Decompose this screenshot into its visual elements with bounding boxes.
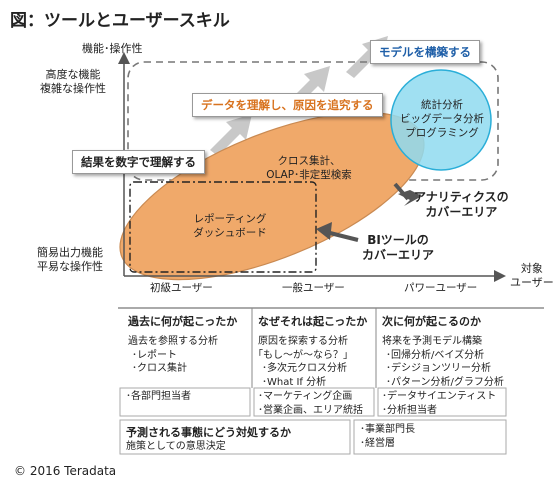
y-high-line: 高度な機能 bbox=[45, 68, 101, 81]
stats-line: ビッグデータ分析 bbox=[400, 113, 484, 125]
decision-text: 予測される事態にどう対処するか 施策としての意思決定 bbox=[126, 424, 291, 454]
decision-who-box bbox=[353, 419, 507, 455]
callout-build-model: モデルを構築する bbox=[370, 40, 480, 64]
column-line: ･クロス集計 bbox=[132, 363, 187, 374]
column-line: 将来を予測モデル構築 bbox=[382, 336, 482, 347]
decision-head: 予測される事態にどう対処するか bbox=[126, 426, 291, 439]
cross-tab-label: クロス集計、 OLAP･非定型検索 bbox=[246, 154, 372, 182]
who-line: ･各部門担当者 bbox=[126, 391, 191, 402]
column-line: ｢もし～が～なら？｣ bbox=[258, 349, 348, 361]
decision-who-line: ･事業部門長 bbox=[360, 424, 415, 435]
y-low-line: 平易な操作性 bbox=[37, 260, 103, 273]
who-line: ･データサイエンティスト bbox=[382, 391, 497, 402]
decision-box bbox=[119, 419, 351, 455]
stats-line: 統計分析 bbox=[421, 99, 463, 111]
analytics-line: アナリティクスの bbox=[414, 190, 509, 204]
who-line: ･営業企画、エリア統括 bbox=[258, 404, 363, 416]
page-title: 図：ツールとユーザースキル bbox=[10, 11, 230, 31]
bi-pointer-arrow bbox=[316, 222, 359, 242]
y-axis-high-label: 高度な機能 複雑な操作性 bbox=[30, 68, 116, 96]
bi-line: BIツールの bbox=[367, 233, 429, 247]
who-next: ･データサイエンティスト ･分析担当者 bbox=[382, 390, 496, 417]
column-next: 次に何が起こるのか 将来を予測モデル構築 ･回帰分析/ベイズ分析 ･デシジョンツ… bbox=[382, 313, 512, 389]
column-head: 次に何が起こるのか bbox=[382, 315, 481, 328]
column-line: ･What If 分析 bbox=[262, 376, 327, 388]
callout-understand-numbers: 結果を数字で理解する bbox=[72, 150, 205, 174]
decision-who: ･事業部門長 ･経営層 bbox=[360, 423, 415, 450]
statistics-label: 統計分析 ビッグデータ分析 プログラミング bbox=[392, 98, 492, 140]
copyright: © 2016 Teradata bbox=[14, 464, 117, 478]
who-line: ･分析担当者 bbox=[382, 404, 437, 416]
column-line: 原因を探索する分析 bbox=[258, 336, 348, 347]
who-box bbox=[253, 387, 375, 417]
cross-line: OLAP･非定型検索 bbox=[266, 169, 352, 181]
column-why: なぜそれは起こったか 原因を探索する分析 ｢もし～が～なら？｣ ･多次元クロス分… bbox=[258, 313, 376, 389]
x-axis-label: 対象 ユーザー bbox=[510, 262, 554, 290]
analytics-coverage-label: アナリティクスの カバーエリア bbox=[414, 190, 509, 220]
bi-coverage-area bbox=[129, 181, 317, 273]
x-tick-power: パワーユーザー bbox=[404, 282, 478, 294]
y-axis-label: 機能･操作性 bbox=[82, 42, 143, 55]
stats-line: プログラミング bbox=[405, 127, 479, 139]
y-high-line: 複雑な操作性 bbox=[40, 82, 106, 95]
reporting-line: レポーティング bbox=[193, 213, 267, 225]
who-line: ･マーケティング企画 bbox=[258, 391, 353, 402]
x-label-line: 対象 bbox=[520, 262, 543, 275]
y-axis-low-label: 簡易出力機能 平易な操作性 bbox=[22, 246, 118, 274]
x-tick-general: 一般ユーザー bbox=[282, 282, 345, 294]
reporting-line: ダッシュボード bbox=[193, 227, 267, 239]
column-line: ･パターン分析/グラフ分析 bbox=[386, 376, 504, 388]
y-low-line: 簡易出力機能 bbox=[37, 246, 103, 259]
bi-line: カバーエリア bbox=[362, 248, 435, 262]
analytics-line: カバーエリア bbox=[425, 205, 498, 219]
who-past: ･各部門担当者 bbox=[126, 390, 191, 404]
progress-arrow bbox=[210, 114, 252, 156]
x-tick-beginner: 初級ユーザー bbox=[150, 282, 213, 294]
column-head: 過去に何が起こったか bbox=[128, 315, 238, 328]
callout-understand-data: データを理解し、原因を追究する bbox=[192, 93, 383, 117]
column-past: 過去に何が起こったか 過去を参照する分析 ･レポート ･クロス集計 bbox=[128, 313, 250, 376]
column-line: ･多次元クロス分析 bbox=[262, 363, 347, 374]
analytics-pointer-arrow bbox=[393, 182, 422, 206]
bi-coverage-label: BIツールの カバーエリア bbox=[362, 233, 434, 263]
x-label-line: ユーザー bbox=[510, 276, 554, 289]
cross-line: クロス集計、 bbox=[277, 155, 341, 167]
who-why: ･マーケティング企画 ･営業企画、エリア統括 bbox=[258, 390, 363, 417]
who-box bbox=[377, 387, 507, 417]
column-line: ･レポート bbox=[132, 349, 177, 361]
decision-who-line: ･経営層 bbox=[360, 437, 395, 449]
column-head: なぜそれは起こったか bbox=[258, 315, 368, 328]
reporting-label: レポーティング ダッシュボード bbox=[180, 212, 280, 240]
decision-sub: 施策としての意思決定 bbox=[126, 441, 226, 452]
statistics-bubble bbox=[390, 69, 492, 171]
who-box bbox=[119, 387, 251, 417]
column-line: ･デシジョンツリー分析 bbox=[386, 363, 491, 374]
column-line: 過去を参照する分析 bbox=[128, 336, 218, 347]
column-line: ･回帰分析/ベイズ分析 bbox=[386, 349, 485, 361]
